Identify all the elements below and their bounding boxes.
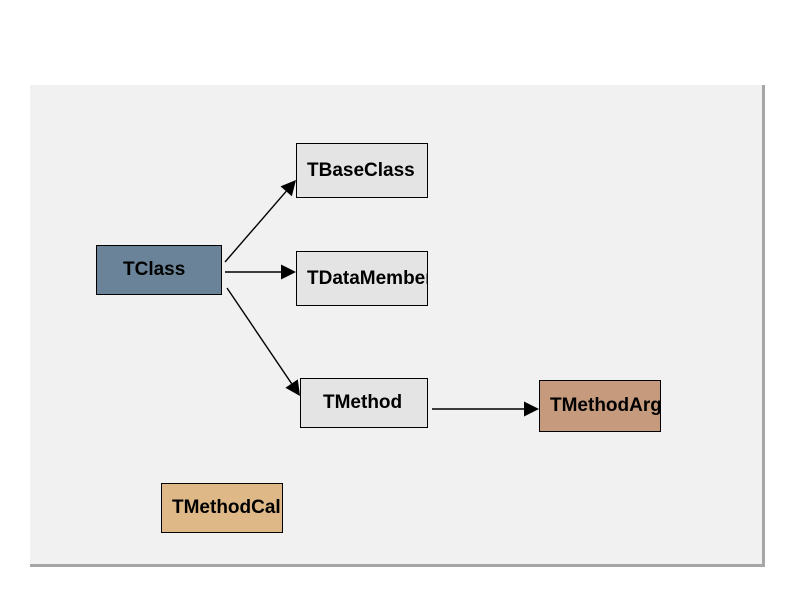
node-tbaseclass[interactable]: TBaseClass (296, 143, 428, 198)
node-label: TBaseClass (307, 159, 415, 181)
node-tmethodarg[interactable]: TMethodArg (539, 380, 661, 432)
node-label: TMethod (323, 392, 403, 413)
node-tdatamember[interactable]: TDataMember (296, 251, 428, 306)
node-label: TDataMember (307, 267, 428, 289)
node-label: TMethodArg (550, 395, 661, 416)
node-tclass[interactable]: TClass (96, 245, 226, 299)
node-tmethod[interactable]: TMethod (300, 378, 428, 428)
node-label: TMethodCall (172, 497, 283, 518)
node-tmethodcall[interactable]: TMethodCall (161, 483, 283, 533)
node-label: TClass (123, 259, 186, 280)
